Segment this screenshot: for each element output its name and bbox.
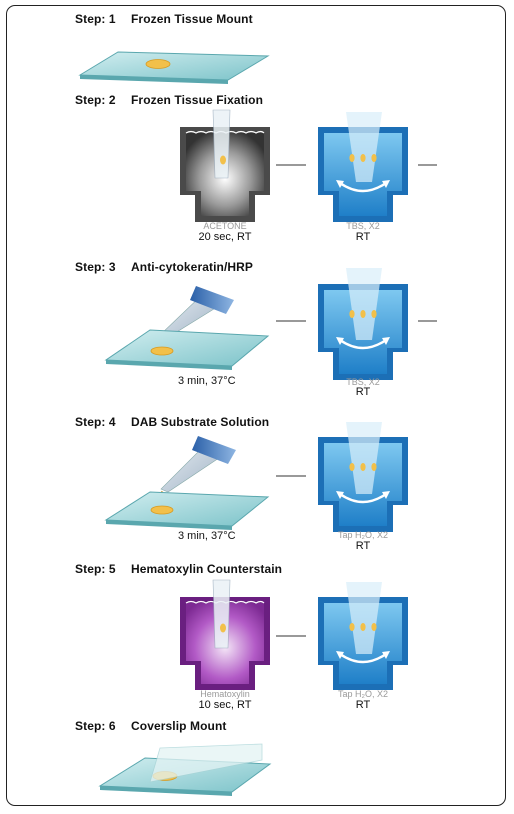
water-label-step4: Tap H₂O, X2	[337, 530, 388, 540]
slide-step3	[104, 329, 270, 370]
tbs-condition-step3: RT	[355, 386, 371, 398]
tbs-label-step2: TBS, X2	[346, 221, 380, 231]
water-bath-step4	[318, 422, 408, 532]
acetone-condition: 20 sec, RT	[198, 231, 252, 243]
water-label-step5: Tap H₂O, X2	[337, 689, 388, 699]
tbs-bath-step2	[318, 112, 408, 222]
hematoxylin-bath	[180, 579, 270, 690]
tbs-condition-step2: RT	[355, 231, 371, 243]
water-condition-step5: RT	[355, 699, 371, 711]
tbs-bath-step3	[318, 268, 408, 380]
slide-step6	[98, 743, 272, 796]
slide-step4	[104, 491, 270, 530]
tbs-label-step3: TBS, X2	[346, 377, 380, 387]
acetone-bath	[180, 109, 270, 222]
acetone-label: ACETONE	[203, 221, 247, 231]
step4-condition: 3 min, 37°C	[178, 530, 236, 542]
step3-condition: 3 min, 37°C	[178, 375, 236, 387]
slide-step1	[78, 51, 270, 84]
water-bath-step5	[318, 582, 408, 690]
hematoxylin-condition: 10 sec, RT	[198, 699, 252, 711]
water-condition-step4: RT	[355, 540, 371, 552]
hematoxylin-label: Hematoxylin	[200, 689, 250, 699]
